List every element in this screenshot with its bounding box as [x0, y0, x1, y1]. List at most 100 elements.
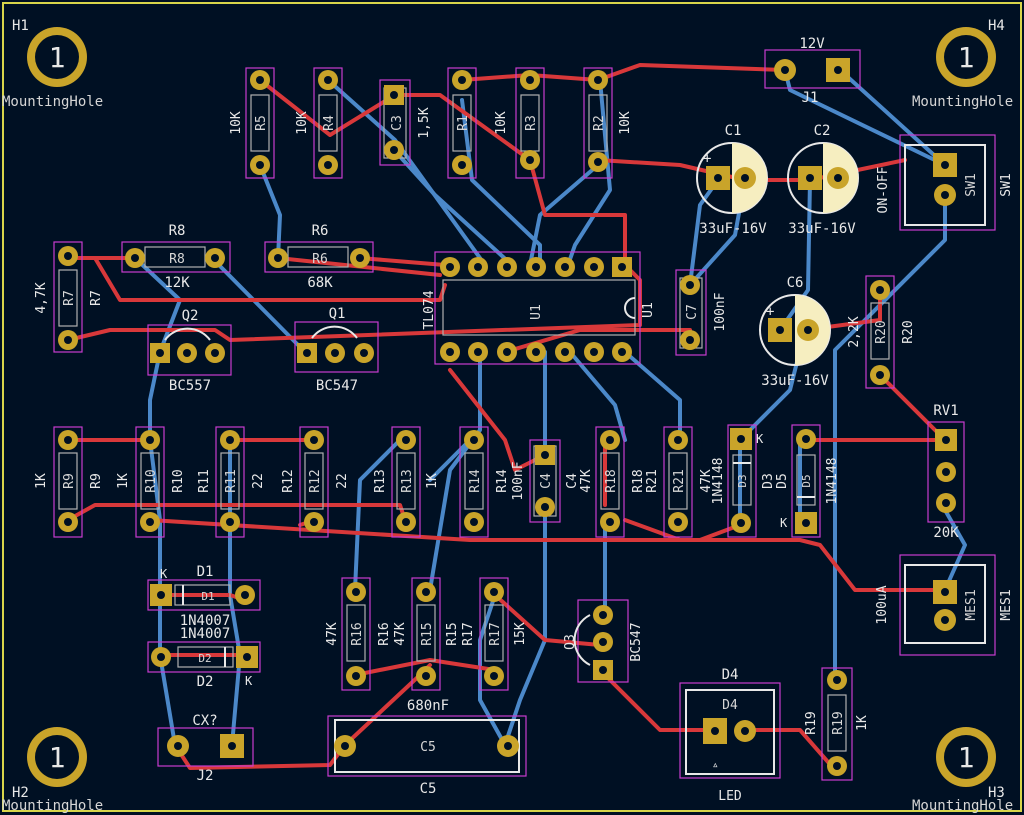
resistor-r4: R4 10K	[295, 67, 343, 179]
svg-text:+: +	[766, 304, 774, 320]
ic-u1: U1 TL074 U1	[422, 251, 656, 365]
resistor-r15: R15 47K R15	[393, 577, 460, 691]
ic-u1-pins-bottom	[440, 342, 632, 362]
svg-text:MountingHole: MountingHole	[912, 94, 1013, 110]
svg-text:1: 1	[49, 741, 66, 774]
resistor-r19: R19 1K R19	[804, 667, 870, 781]
svg-text:U1: U1	[641, 302, 656, 318]
svg-text:R12: R12	[281, 469, 296, 492]
svg-text:33uF-16V: 33uF-16V	[699, 221, 767, 237]
svg-text:SW1: SW1	[999, 173, 1014, 196]
svg-text:33uF-16V: 33uF-16V	[788, 221, 856, 237]
svg-text:22: 22	[251, 473, 266, 489]
svg-text:D5: D5	[800, 474, 813, 487]
svg-text:SW1: SW1	[964, 173, 979, 196]
svg-text:R3: R3	[524, 115, 539, 131]
svg-text:1N4148: 1N4148	[711, 458, 726, 505]
svg-text:R20: R20	[874, 320, 889, 343]
svg-text:H1: H1	[12, 18, 29, 34]
resistor-r6: R6 R6 68K	[264, 223, 374, 291]
svg-text:R8: R8	[169, 252, 185, 267]
svg-text:▵: ▵	[712, 758, 719, 771]
svg-text:R1: R1	[456, 115, 471, 131]
svg-text:C6: C6	[787, 275, 804, 291]
svg-text:R10: R10	[171, 469, 186, 492]
svg-text:BC557: BC557	[169, 378, 211, 394]
svg-text:1K: 1K	[425, 473, 440, 489]
svg-text:1: 1	[49, 41, 66, 74]
svg-text:D4: D4	[722, 667, 739, 683]
svg-text:CX?: CX?	[192, 713, 217, 729]
svg-text:47K: 47K	[325, 622, 340, 646]
svg-text:U1: U1	[529, 304, 544, 320]
svg-text:R7: R7	[62, 290, 77, 306]
resistor-r14: R14 R14	[459, 426, 510, 538]
diode-d2: K 1N4007 D2 D2	[147, 626, 261, 690]
svg-text:Q1: Q1	[329, 306, 346, 322]
svg-text:RV1: RV1	[933, 403, 958, 419]
mounting-hole-h2: 1 H2 MountingHole	[2, 727, 103, 814]
potentiometer-rv1: RV1 20K	[927, 403, 965, 541]
svg-text:J1: J1	[802, 90, 819, 106]
svg-text:MES1: MES1	[964, 589, 979, 620]
svg-text:R6: R6	[312, 223, 329, 239]
resistor-r12: R12 22 R12	[281, 426, 350, 538]
connector-j1: 12V J1	[764, 36, 861, 106]
svg-text:R12: R12	[308, 469, 323, 492]
svg-text:R9: R9	[89, 473, 104, 489]
svg-text:R7: R7	[89, 290, 104, 306]
svg-text:D1: D1	[201, 590, 214, 603]
resistor-r20: R20 2,2K R20	[847, 275, 916, 389]
svg-text:Q3: Q3	[563, 634, 578, 650]
svg-text:LED: LED	[718, 789, 742, 804]
svg-text:R17: R17	[461, 622, 476, 645]
svg-text:47K: 47K	[393, 622, 408, 646]
mounting-hole-h1: 1 H1 MountingHole	[2, 18, 103, 110]
svg-text:C4: C4	[565, 473, 580, 489]
mounting-hole-h3: 1 H3 MountingHole	[912, 727, 1013, 814]
resistor-r2: R2 10K	[583, 67, 633, 179]
svg-text:R16: R16	[350, 622, 365, 645]
capacitor-c5: 680nF C5 C5	[327, 698, 527, 797]
svg-text:100nF: 100nF	[511, 461, 526, 500]
svg-text:R11: R11	[197, 469, 212, 492]
led-d4: ▵ D4 D4 LED	[679, 667, 781, 804]
svg-text:R19: R19	[804, 711, 819, 734]
svg-text:R13: R13	[373, 469, 388, 492]
svg-text:D3: D3	[761, 473, 776, 489]
resistor-r21: R21 47K R21	[645, 426, 714, 538]
svg-text:R15: R15	[445, 622, 460, 645]
svg-text:1: 1	[958, 41, 975, 74]
svg-text:R17: R17	[488, 622, 503, 645]
svg-text:R13: R13	[400, 469, 415, 492]
switch-sw1: SW1 ON-OFF SW1	[876, 134, 1014, 231]
svg-text:C1: C1	[725, 123, 742, 139]
resistor-r9: R9 1K R9	[34, 426, 104, 538]
svg-text:10K: 10K	[229, 111, 244, 135]
diode-d3: K D3 1N4148 D3	[711, 424, 776, 538]
svg-text:4,7K: 4,7K	[34, 282, 49, 313]
capacitor-c3: C3 1,5K	[379, 79, 432, 166]
svg-text:R6: R6	[312, 252, 328, 267]
capacitor-c7: C7 100nF	[675, 269, 728, 356]
svg-text:MountingHole: MountingHole	[912, 798, 1013, 814]
transistor-q3: Q3 BC547	[563, 599, 644, 683]
svg-text:D2: D2	[197, 674, 214, 690]
svg-text:R21: R21	[672, 469, 687, 492]
svg-text:12V: 12V	[799, 36, 825, 52]
svg-text:R2: R2	[592, 115, 607, 131]
resistor-r8: R8 R8 12K	[121, 223, 231, 291]
svg-text:1: 1	[958, 741, 975, 774]
svg-text:68K: 68K	[307, 275, 333, 291]
svg-text:MES1: MES1	[999, 589, 1014, 620]
svg-text:C2: C2	[814, 123, 831, 139]
svg-text:15K: 15K	[513, 622, 528, 646]
svg-text:TL074: TL074	[422, 290, 437, 329]
svg-text:MountingHole: MountingHole	[2, 798, 103, 814]
svg-text:10K: 10K	[494, 111, 509, 135]
svg-text:C7: C7	[685, 304, 700, 320]
svg-text:D1: D1	[197, 564, 214, 580]
meter-mes1: MES1 100uA MES1	[875, 554, 1014, 656]
svg-text:R9: R9	[62, 473, 77, 489]
